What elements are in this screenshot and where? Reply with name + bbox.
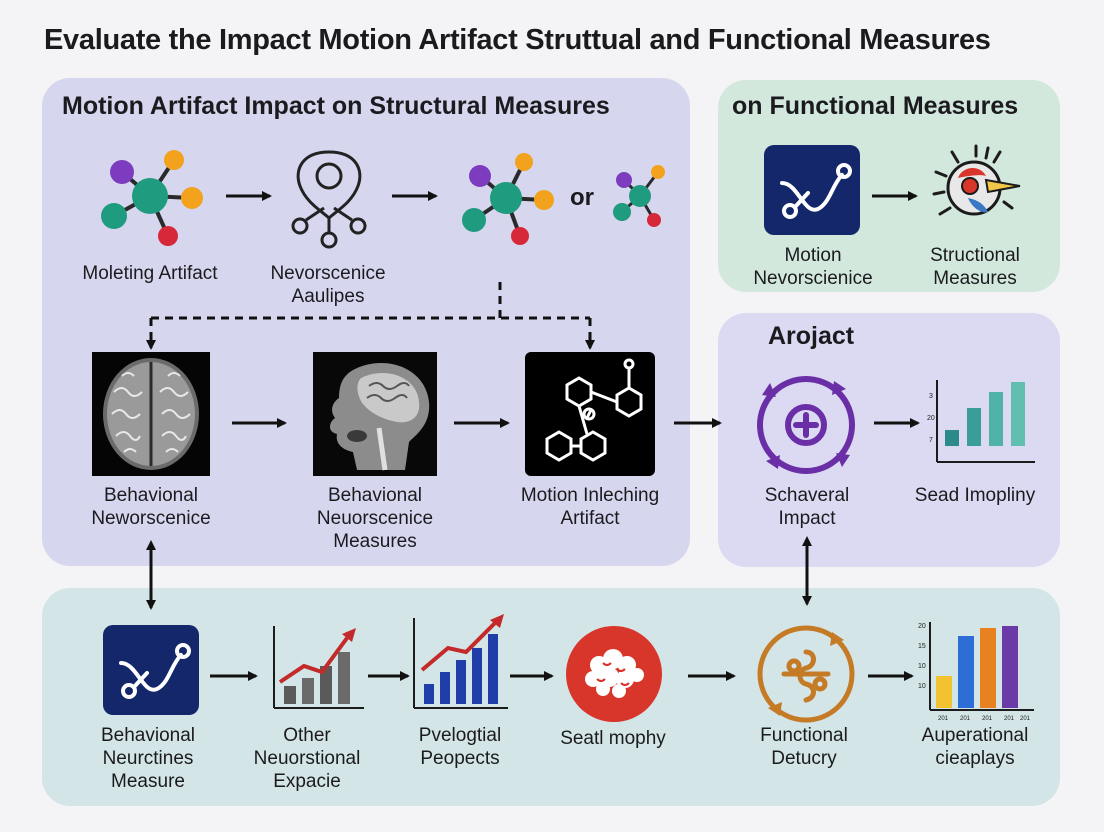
label-b6-line2: cieaplays — [935, 748, 1015, 769]
colored-bar-3 — [980, 628, 996, 708]
label-motion-line1: Motion — [784, 245, 842, 266]
molecule-icon-large — [101, 150, 203, 246]
label-b1-line1: Behavional — [100, 725, 196, 746]
impact-bar-3 — [989, 392, 1003, 446]
label-motion-inleching-line1: Motion Inleching — [520, 485, 660, 506]
bar-tick-3: 10 — [918, 663, 926, 670]
label-motion-line2: Nevorscienice — [753, 268, 873, 289]
label-sead-imopliny: Sead Imopliny — [914, 485, 1036, 506]
bottom-pipeline-panel — [42, 588, 1060, 806]
impact-bar-chart-icon: 3 20 7 — [927, 380, 1035, 463]
colored-bar-4 — [1002, 626, 1018, 708]
label-behavioral-b-line2: Neuorscenice — [316, 508, 434, 529]
label-behavioral-b-line1: Behavional — [327, 485, 423, 506]
label-moleting-artifact: Moleting Artifact — [82, 263, 218, 284]
bar-tick-1: 20 — [918, 623, 926, 630]
label-schaveral-line2: Impact — [778, 508, 836, 529]
colored-bar-1 — [936, 676, 952, 708]
label-schaveral-line1: Schaveral — [764, 485, 850, 506]
neuroscience-node-icon — [291, 150, 367, 249]
blue-trend-chart-icon — [413, 614, 508, 709]
brain-mri-axial-image — [92, 352, 210, 476]
impact-chart-tick-2: 20 — [927, 415, 935, 422]
label-nevorscenice-line1: Nevorscenice — [270, 263, 386, 284]
label-b5-line2: Detucry — [771, 748, 837, 769]
label-b3-line1: Pvelogtial — [418, 725, 502, 746]
label-b5-line1: Functional — [760, 725, 848, 746]
label-b2-line3: Expacie — [273, 771, 341, 792]
molecule-icon-medium — [462, 153, 554, 245]
bar-tick-2: 15 — [918, 643, 926, 650]
impact-chart-tick-3: 7 — [929, 437, 933, 444]
motion-curve-icon-bottom — [103, 625, 199, 715]
impact-panel-title: Arojact — [768, 322, 855, 350]
bar-xlabel-1: 201 — [938, 716, 949, 722]
motion-curve-icon — [764, 145, 860, 235]
impact-bar-2 — [967, 408, 981, 446]
bird-head-icon — [932, 144, 1021, 216]
colored-bar-chart-icon: 20 15 10 10 201 201 201 201 201 — [918, 622, 1034, 722]
functional-panel-title: on Functional Measures — [732, 92, 1019, 120]
gray-trend-chart-icon — [273, 626, 364, 709]
label-b4: Seatl mophy — [560, 728, 666, 749]
orange-cycle-icon — [757, 625, 855, 723]
diagram-title: Evaluate the Impact Motion Artifact Stru… — [44, 24, 991, 56]
red-brain-badge-icon — [566, 626, 662, 722]
bar-xlabel-4: 201 — [1004, 716, 1015, 722]
cycle-plus-icon — [757, 376, 855, 474]
molecule-icon-small — [613, 165, 665, 227]
head-mri-sagittal-image — [313, 352, 437, 476]
hexagon-network-icon — [525, 352, 655, 476]
bar-xlabel-3: 201 — [982, 716, 993, 722]
bar-tick-4: 10 — [918, 683, 926, 690]
label-nevorscenice-line2: Aaulipes — [291, 286, 365, 307]
impact-bar-1 — [945, 430, 959, 446]
label-b3-line2: Peopects — [420, 748, 500, 769]
label-b1-line2: Neurctines — [102, 748, 194, 769]
label-behavioral-a-line2: Neworscenice — [91, 508, 211, 529]
label-structional-line1: Structional — [930, 245, 1020, 266]
label-b2-line2: Neuorstional — [253, 748, 361, 769]
label-behavioral-b-line3: Measures — [333, 531, 417, 552]
structural-panel-title: Motion Artifact Impact on Structural Mea… — [62, 92, 610, 120]
or-label: or — [570, 184, 594, 211]
colored-bar-2 — [958, 636, 974, 708]
label-motion-inleching-line2: Artifact — [560, 508, 620, 529]
label-b6-line1: Auperational — [921, 725, 1029, 746]
bar-xlabel-2: 201 — [960, 716, 971, 722]
label-structional-line2: Measures — [933, 268, 1017, 289]
label-behavioral-a-line1: Behavional — [103, 485, 199, 506]
label-b2-line1: Other — [283, 725, 331, 746]
label-b1-line3: Measure — [111, 771, 185, 792]
impact-chart-tick-1: 3 — [929, 393, 933, 400]
bar-xlabel-5: 201 — [1020, 716, 1031, 722]
impact-bar-4 — [1011, 382, 1025, 446]
